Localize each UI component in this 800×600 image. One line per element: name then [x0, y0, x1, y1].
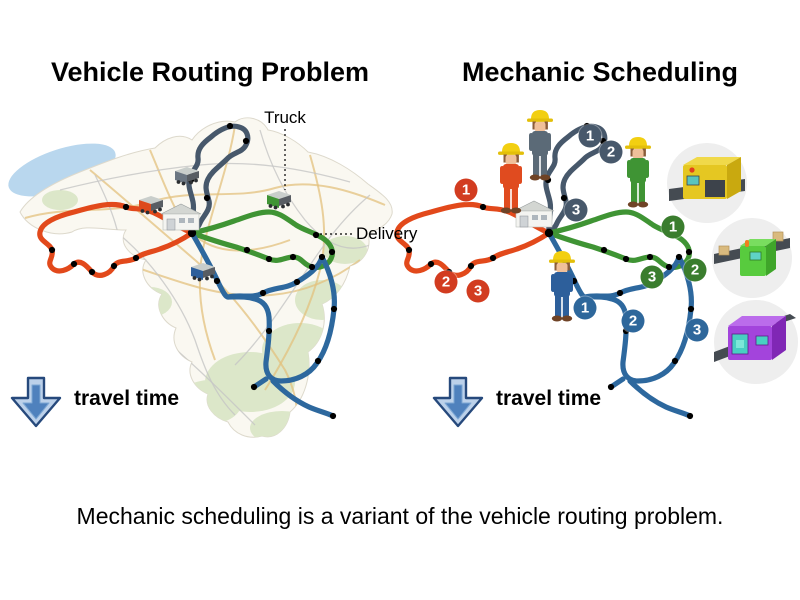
visit-marker-gray-2: 2	[599, 140, 623, 164]
red-mechanic-icon	[498, 143, 524, 214]
visit-marker-green-3: 3	[640, 265, 664, 289]
visit-marker-gray-1: 1	[578, 124, 602, 148]
green-mechanic-icon	[625, 137, 651, 208]
visit-marker-gray-3: 3	[564, 198, 588, 222]
mechanic-network	[397, 110, 798, 419]
travel-time-arrow-left	[10, 376, 62, 428]
travel-time-label-left: travel time	[74, 387, 180, 410]
visit-marker-blue-2: 2	[621, 309, 645, 333]
right-panel-title: Mechanic Scheduling	[461, 57, 739, 87]
delivery-callout-label: Delivery	[356, 224, 418, 243]
travel-time-label-right: travel time	[496, 387, 602, 410]
bottom-caption: Mechanic scheduling is a variant of the …	[76, 503, 724, 529]
green-machine-icon	[712, 218, 792, 298]
visit-marker-green-2: 2	[683, 258, 707, 282]
visit-marker-blue-1: 1	[573, 296, 597, 320]
truck-callout-label: Truck	[264, 108, 306, 127]
visit-marker-red-3: 3	[466, 279, 490, 303]
purple-machine-icon	[714, 300, 798, 384]
sea-area	[8, 143, 116, 197]
blue-mechanic-icon	[549, 251, 575, 322]
visit-marker-green-1: 1	[661, 215, 685, 239]
belgium-map	[8, 117, 393, 438]
visit-marker-red-2: 2	[434, 270, 458, 294]
left-panel-title: Vehicle Routing Problem	[50, 57, 370, 87]
yellow-machine-icon	[667, 143, 747, 223]
travel-time-arrow-right	[432, 376, 484, 428]
visit-marker-red-1: 1	[454, 178, 478, 202]
visit-marker-blue-3: 3	[685, 318, 709, 342]
